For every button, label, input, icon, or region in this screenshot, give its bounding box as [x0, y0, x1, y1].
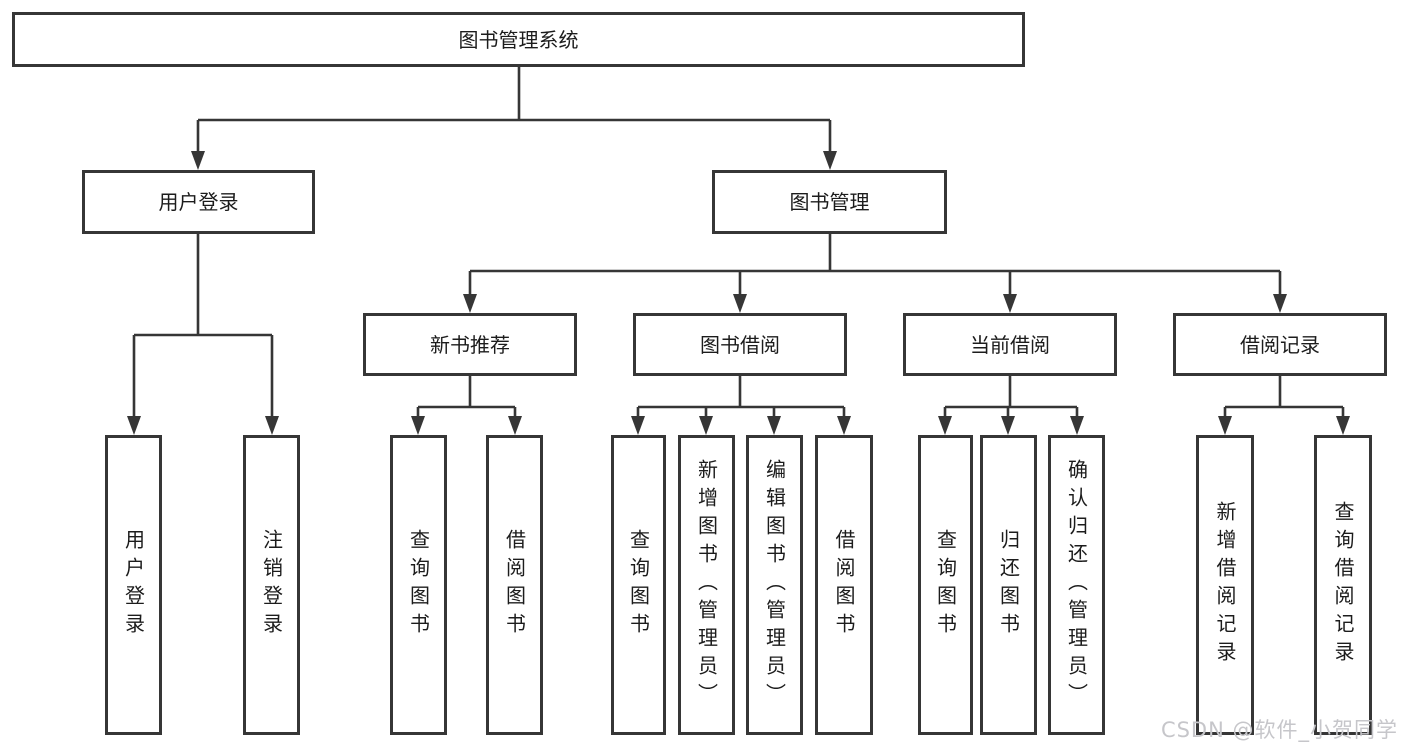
leaf-label: 查询图书 [406, 529, 431, 641]
leaf-label: 查询借阅记录 [1331, 501, 1355, 669]
node-root-label: 图书管理系统 [458, 27, 579, 52]
leaf-label: 新增借阅记录 [1213, 501, 1237, 669]
node-label: 当前借阅 [970, 332, 1050, 357]
leaf-user-login: 用户登录 [105, 435, 162, 735]
leaf-label: 注销登录 [259, 529, 284, 641]
arrowhead-down-icon [265, 416, 279, 435]
node-label: 图书借阅 [700, 332, 780, 357]
arrowhead-down-icon [1070, 416, 1084, 435]
arrowhead-down-icon [191, 151, 205, 170]
arrowhead-down-icon [767, 416, 781, 435]
leaf-label: 借阅图书 [502, 529, 527, 641]
node-borrowing-records: 借阅记录 [1173, 313, 1387, 376]
leaf-borrow-books-recommend: 借阅图书 [486, 435, 543, 735]
leaf-label: 新增图书（管理员） [694, 459, 719, 711]
node-current-borrowing: 当前借阅 [903, 313, 1117, 376]
leaf-label: 用户登录 [121, 529, 146, 641]
csdn-watermark: CSDN @软件_小贺同学 [1160, 718, 1398, 742]
leaf-confirm-return-admin: 确认归还（管理员） [1048, 435, 1105, 735]
leaf-label: 查询图书 [626, 529, 651, 641]
leaf-return-books: 归还图书 [980, 435, 1037, 735]
leaf-logout-login: 注销登录 [243, 435, 300, 735]
leaf-edit-books-admin: 编辑图书（管理员） [746, 435, 803, 735]
node-label: 用户登录 [158, 190, 239, 214]
arrowhead-down-icon [699, 416, 713, 435]
arrowhead-down-icon [631, 416, 645, 435]
arrowhead-down-icon [1336, 416, 1350, 435]
leaf-add-borrow-record: 新增借阅记录 [1196, 435, 1254, 735]
leaf-label: 编辑图书（管理员） [762, 459, 787, 711]
arrowhead-down-icon [508, 416, 522, 435]
leaf-label: 确认归还（管理员） [1064, 459, 1089, 711]
arrowhead-down-icon [733, 294, 747, 313]
leaf-query-books-borrowing: 查询图书 [611, 435, 666, 735]
node-user-login-branch: 用户登录 [82, 170, 315, 234]
leaf-query-books-current: 查询图书 [918, 435, 973, 735]
arrowhead-down-icon [1273, 294, 1287, 313]
arrowhead-down-icon [411, 416, 425, 435]
node-book-management-branch: 图书管理 [712, 170, 947, 234]
arrowhead-down-icon [938, 416, 952, 435]
node-label: 借阅记录 [1240, 332, 1320, 357]
leaf-add-books-admin: 新增图书（管理员） [678, 435, 735, 735]
leaf-label: 借阅图书 [832, 529, 856, 641]
node-root-system: 图书管理系统 [12, 12, 1025, 67]
leaf-label: 查询图书 [933, 529, 958, 641]
arrowhead-down-icon [837, 416, 851, 435]
node-label: 图书管理 [789, 190, 870, 214]
node-book-borrowing: 图书借阅 [633, 313, 847, 376]
node-label: 新书推荐 [430, 332, 510, 357]
arrowhead-down-icon [1218, 416, 1232, 435]
arrowhead-down-icon [823, 151, 837, 170]
leaf-borrow-books: 借阅图书 [815, 435, 873, 735]
node-new-book-recommend: 新书推荐 [363, 313, 577, 376]
arrowhead-down-icon [1001, 416, 1015, 435]
leaf-query-borrow-record: 查询借阅记录 [1314, 435, 1372, 735]
arrowhead-down-icon [1003, 294, 1017, 313]
arrowhead-down-icon [127, 416, 141, 435]
arrowhead-down-icon [463, 294, 477, 313]
leaf-label: 归还图书 [996, 529, 1021, 641]
leaf-query-books-recommend: 查询图书 [390, 435, 447, 735]
